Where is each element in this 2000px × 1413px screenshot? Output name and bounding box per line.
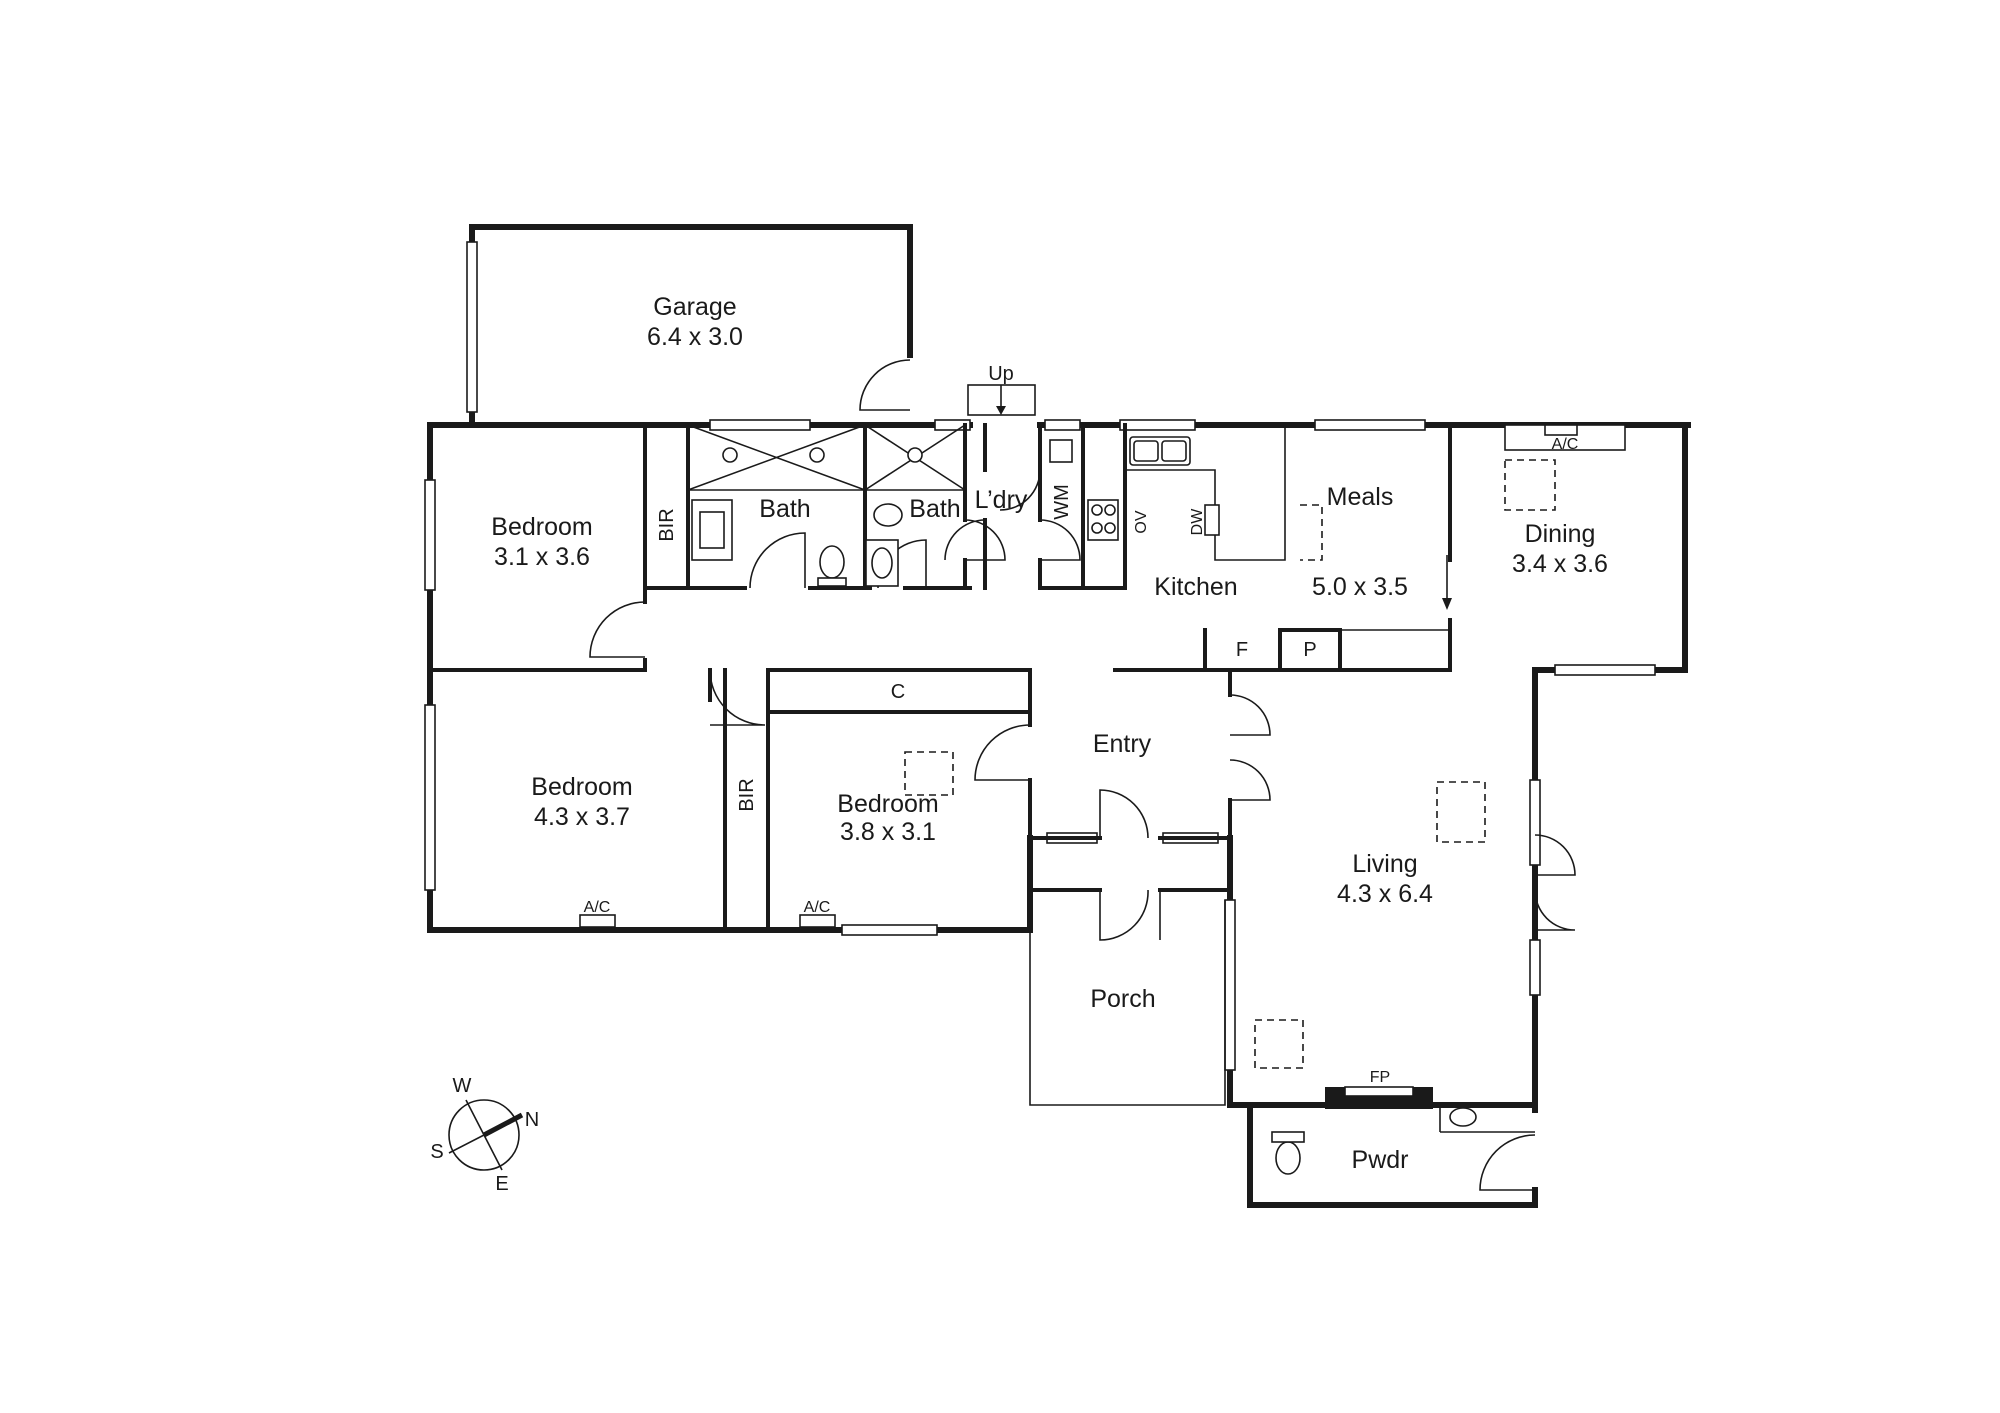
compass-ring xyxy=(448,1099,520,1171)
porch-name: Porch xyxy=(1090,985,1155,1013)
garage-name: Garage xyxy=(653,293,736,321)
laundry-sink-icon xyxy=(1049,439,1073,463)
bath2-name: Bath xyxy=(909,495,960,523)
bath1-name: Bath xyxy=(759,495,810,523)
bedroom2-name: Bedroom xyxy=(531,773,632,801)
toilet-icon xyxy=(873,503,903,527)
basin-icon xyxy=(1449,1107,1477,1127)
toilet-icon xyxy=(819,545,845,579)
compass: W N S E xyxy=(430,1075,539,1195)
fixtures xyxy=(579,424,1626,1175)
interior-walls xyxy=(428,423,1452,1106)
stairs-up: Up xyxy=(967,363,1036,416)
dishwasher-icon xyxy=(1204,504,1220,536)
dining-name: Dining xyxy=(1525,520,1596,548)
compass-w: W xyxy=(453,1075,472,1097)
compass-n: N xyxy=(525,1109,539,1131)
dishwasher-label: DW xyxy=(1189,508,1206,536)
garage-size: 6.4 x 3.0 xyxy=(647,323,743,351)
fireplace-label: FP xyxy=(1370,1069,1390,1086)
living-name: Living xyxy=(1352,850,1417,878)
bedroom3-size: 3.8 x 3.1 xyxy=(840,818,936,846)
bedroom3-ac-label: A/C xyxy=(804,899,831,916)
bir2-label: BIR xyxy=(736,778,758,811)
dining-size: 3.4 x 3.6 xyxy=(1512,550,1608,578)
dining-ac-label: A/C xyxy=(1552,436,1579,453)
room-labels: Garage 6.4 x 3.0 Bedroom 3.1 x 3.6 Bath … xyxy=(491,293,1608,1174)
bedroom-ac-unit xyxy=(799,914,836,928)
bedroom2-ac-label: A/C xyxy=(584,899,611,916)
compass-s: S xyxy=(430,1141,443,1163)
meals-name: Meals xyxy=(1327,483,1394,511)
fixture-labels: BIR BIR WM OV DW F P C A/C A/C A/C FP xyxy=(584,436,1579,1086)
fridge-label: F xyxy=(1236,639,1248,661)
pantry-label: P xyxy=(1303,639,1316,661)
toilet-icon xyxy=(1275,1141,1301,1175)
bedroom-ac-unit xyxy=(579,914,616,928)
windows xyxy=(424,419,1656,1071)
bedroom1-size: 3.1 x 3.6 xyxy=(494,543,590,571)
bir1-label: BIR xyxy=(656,508,678,541)
oven-label: OV xyxy=(1133,510,1150,533)
skylight-icon xyxy=(1436,781,1486,843)
bedroom2-size: 4.3 x 3.7 xyxy=(534,803,630,831)
kitchen-name: Kitchen xyxy=(1154,573,1237,601)
shower-icon xyxy=(864,424,966,491)
skylight-icon xyxy=(1254,1019,1304,1069)
cupboard-label: C xyxy=(891,681,905,703)
living-size: 4.3 x 6.4 xyxy=(1337,880,1433,908)
bedroom3-name: Bedroom xyxy=(837,790,938,818)
doors xyxy=(589,469,1576,1191)
laundry-name: L’dry xyxy=(975,486,1028,514)
wm-label: WM xyxy=(1051,484,1073,520)
skylight-icon xyxy=(904,751,954,796)
bedroom1-name: Bedroom xyxy=(491,513,592,541)
stairs-up-label: Up xyxy=(988,363,1014,385)
meals-size: 5.0 x 3.5 xyxy=(1312,573,1408,601)
compass-e: E xyxy=(495,1173,508,1195)
garage xyxy=(466,224,913,423)
powder-name: Pwdr xyxy=(1352,1146,1409,1174)
entry-name: Entry xyxy=(1093,730,1152,758)
shower-icon xyxy=(687,424,866,491)
